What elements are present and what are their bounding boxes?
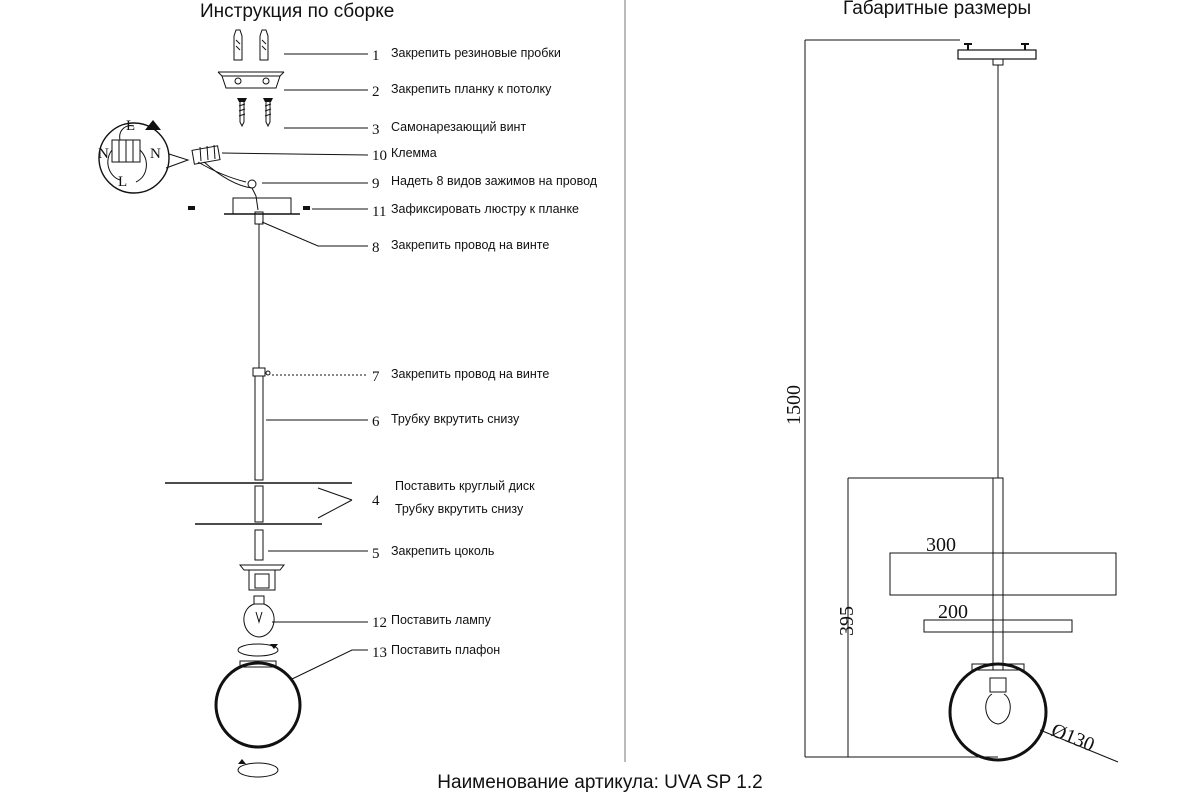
wire-letter-n2: N: [150, 146, 161, 162]
upper-tube-icon: [252, 367, 266, 481]
lamp-socket-icon: [238, 529, 286, 591]
leader-line-13: [289, 649, 368, 681]
leader-line-4a: [317, 487, 353, 501]
dim-label-200: 200: [938, 601, 968, 623]
dim-label-300: 300: [926, 534, 956, 556]
step-label: Трубку вкрутить снизу: [391, 412, 520, 426]
step-label-secondary: Трубку вкрутить снизу: [395, 502, 524, 516]
step-number: 5: [372, 546, 380, 562]
dim-label-395: 395: [836, 606, 858, 636]
wiring-detail-icon: N L L N: [98, 118, 190, 194]
article-name-footer: Наименование артикула: UVA SP 1.2: [437, 772, 763, 793]
step-number: 9: [372, 176, 380, 192]
step-label: Закрепить резиновые пробки: [391, 46, 561, 60]
canopy-icon: [188, 197, 310, 225]
step-label: Закрепить цоколь: [391, 544, 494, 558]
round-disk-icon: [165, 482, 352, 525]
step-number: 8: [372, 240, 380, 256]
leader-line-10: [221, 152, 369, 156]
screws-icon: [237, 98, 273, 128]
mounting-bracket-icon: [217, 71, 285, 89]
dim-label-1500: 1500: [783, 385, 805, 425]
step-label: Самонарезающий винт: [391, 120, 526, 134]
ceiling-canopy-icon: [957, 43, 1037, 66]
step-label: Поставить круглый диск: [395, 479, 535, 493]
dim-label-130: Ø130: [1048, 719, 1097, 756]
light-bulb-icon: [243, 595, 275, 638]
step-label: Надеть 8 видов зажимов на провод: [391, 174, 598, 188]
step-number: 6: [372, 414, 380, 430]
globe-shade-icon: [214, 660, 302, 749]
step-number: 4: [372, 493, 380, 509]
wire-letter-l2: L: [118, 174, 127, 190]
step-number: 1: [372, 48, 380, 64]
rubber-plugs-icon: [233, 29, 269, 61]
leader-line-8: [261, 221, 368, 247]
rotate-arrow-icon: [237, 643, 279, 657]
dimensions-title: Габаритные размеры: [843, 0, 1032, 19]
step-number: 3: [372, 122, 380, 138]
leader-line-4b: [317, 499, 353, 519]
step-number: 10: [372, 148, 387, 164]
step-number: 7: [372, 369, 380, 385]
wire-letter-n: N: [98, 146, 109, 162]
step-number: 11: [372, 204, 386, 220]
step-label: Зафиксировать люстру к планке: [391, 202, 579, 216]
dim-tube: [992, 477, 1004, 671]
step-number: 2: [372, 84, 380, 100]
dim-globe: [948, 662, 1048, 762]
step-label: Закрепить провод на винте: [391, 367, 549, 381]
step-label: Клемма: [391, 146, 437, 160]
dim-line-130: [1039, 729, 1119, 763]
step-number: 12: [372, 615, 387, 631]
rotate-arrow-bottom-icon: [237, 759, 279, 778]
cable-screw-icon: [265, 370, 271, 376]
step-label: Поставить плафон: [391, 643, 500, 657]
step-label: Поставить лампу: [391, 613, 492, 627]
wire-clamps-icon: [197, 161, 259, 211]
step-label: Закрепить провод на винте: [391, 238, 549, 252]
step-label: Закрепить планку к потолку: [391, 82, 552, 96]
wire-letter-l: L: [126, 118, 135, 134]
step-number: 13: [372, 645, 387, 661]
terminal-block-icon: [191, 144, 221, 165]
assembly-title: Инструкция по сборке: [200, 1, 395, 22]
